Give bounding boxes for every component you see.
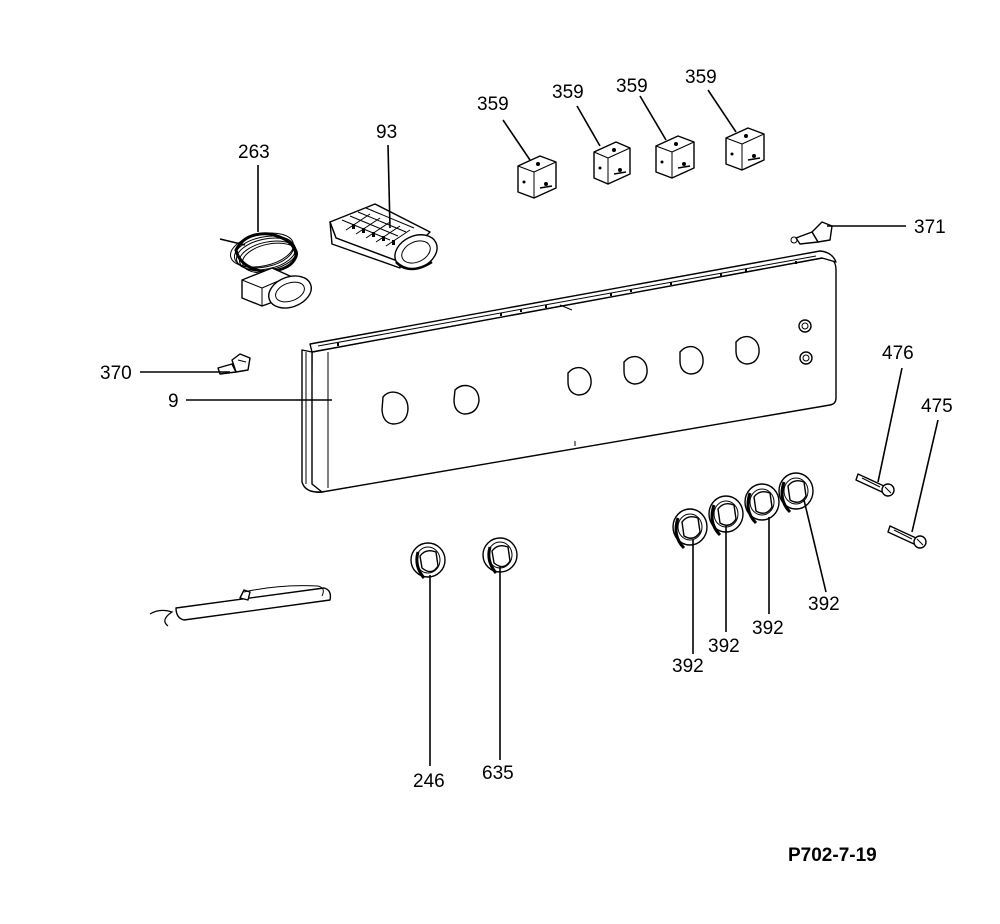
label-9: 9	[168, 391, 179, 412]
label-263: 263	[238, 142, 270, 163]
label-93: 93	[376, 122, 397, 143]
label-359-c: 359	[616, 76, 648, 97]
knob-part-392-a	[672, 508, 708, 550]
thermocouple-rod-part	[149, 585, 332, 627]
label-392-b: 392	[708, 636, 740, 657]
label-392-c: 392	[752, 618, 784, 639]
switch-part-359-b	[593, 141, 631, 185]
terminal-block-part-93	[329, 203, 438, 271]
label-392-d: 392	[808, 594, 840, 615]
switch-part-359-d	[725, 127, 765, 171]
knob-part-392-b	[708, 495, 744, 537]
label-635: 635	[482, 763, 514, 784]
screw-part-475	[887, 525, 927, 549]
label-370: 370	[100, 363, 132, 384]
label-246: 246	[413, 771, 445, 792]
label-359-a: 359	[477, 94, 509, 115]
leader-lines	[140, 89, 939, 766]
knob-part-392-d	[778, 472, 814, 514]
switch-part-359-c	[655, 135, 695, 179]
control-panel-part-9	[301, 250, 837, 494]
switch-part-359-a	[517, 155, 557, 199]
diagram-reference-code: P702-7-19	[788, 845, 877, 866]
clip-part-370	[217, 353, 251, 375]
label-371: 371	[914, 217, 946, 238]
label-475: 475	[921, 396, 953, 417]
label-476: 476	[882, 343, 914, 364]
clip-part-371	[790, 221, 833, 245]
knob-part-392-c	[744, 483, 780, 525]
callout-labels: 263 93 359 359 359 359 371 370 9 476 475…	[100, 67, 953, 792]
label-359-d: 359	[685, 67, 717, 88]
cable-coil-part-263	[219, 232, 313, 309]
screw-part-476	[855, 473, 895, 497]
knob-part-246	[410, 542, 446, 579]
label-359-b: 359	[552, 82, 584, 103]
label-392-a: 392	[672, 656, 704, 677]
